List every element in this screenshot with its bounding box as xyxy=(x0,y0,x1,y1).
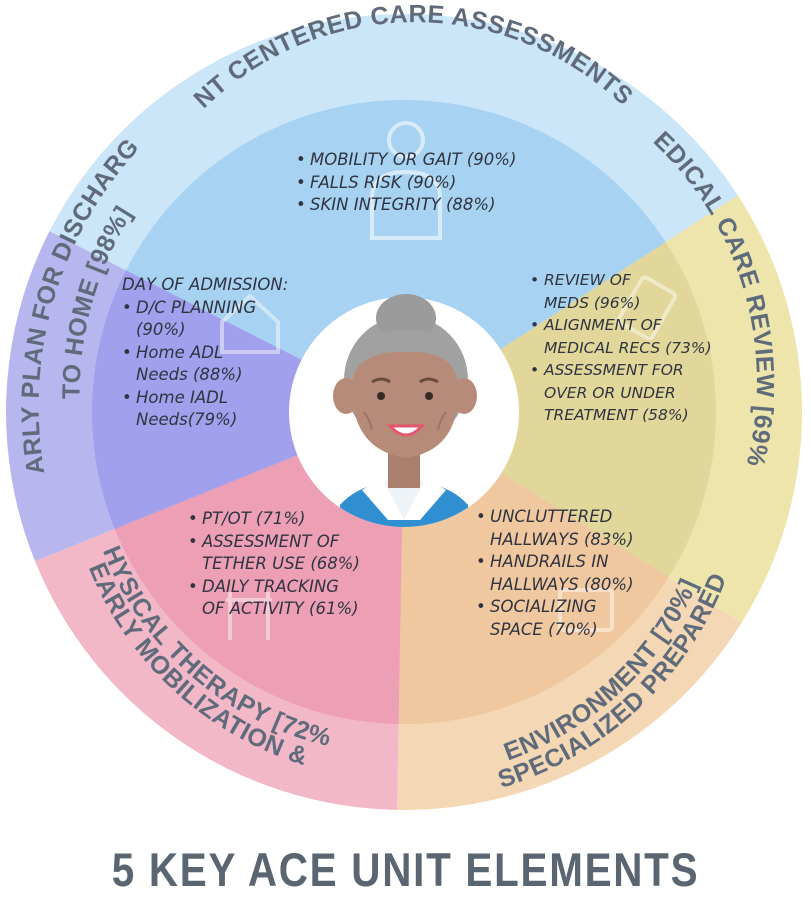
list-item: ASSESSMENT OF TETHER USE (68%) xyxy=(188,531,360,576)
list-item: ALIGNMENT OF MEDICAL RECS (73%) xyxy=(530,314,712,359)
list-item: PT/OT (71%) xyxy=(188,508,360,531)
list-item: D/C PLANNING (90%) xyxy=(122,297,288,342)
list-item: DAILY TRACKING OF ACTIVITY (61%) xyxy=(188,576,360,621)
bullets-patient-centered: MOBILITY OR GAIT (90%) FALLS RISK (90%) … xyxy=(296,149,516,217)
page-title: 5 KEY ACE UNIT ELEMENTS xyxy=(111,843,700,896)
list-item: Home ADL Needs (88%) xyxy=(122,342,288,387)
list-item: FALLS RISK (90%) xyxy=(296,172,516,195)
list-item: REVIEW OF MEDS (96%) xyxy=(530,269,712,314)
bullets-early-plan-discharge: DAY OF ADMISSION: D/C PLANNING (90%) Hom… xyxy=(122,274,288,432)
list-item: ASSESSMENT FOR OVER OR UNDER TREATMENT (… xyxy=(530,359,712,427)
list-item: HANDRAILS IN HALLWAYS (80%) xyxy=(476,551,634,596)
day-of-admission-heading: DAY OF ADMISSION: xyxy=(122,275,289,294)
list-item: SOCIALIZING SPACE (70%) xyxy=(476,596,634,641)
list-item: UNCLUTTERED HALLWAYS (83%) xyxy=(476,506,634,551)
bullets-medical-care: REVIEW OF MEDS (96%) ALIGNMENT OF MEDICA… xyxy=(530,269,712,427)
list-item: MOBILITY OR GAIT (90%) xyxy=(296,149,516,172)
bullets-early-mobilization: PT/OT (71%) ASSESSMENT OF TETHER USE (68… xyxy=(188,508,360,621)
elderly-woman-avatar xyxy=(289,294,519,527)
list-item: Home IADL Needs(79%) xyxy=(122,387,288,432)
list-item: SKIN INTEGRITY (88%) xyxy=(296,194,516,217)
bullets-specialized-environment: UNCLUTTERED HALLWAYS (83%) HANDRAILS IN … xyxy=(476,506,634,641)
